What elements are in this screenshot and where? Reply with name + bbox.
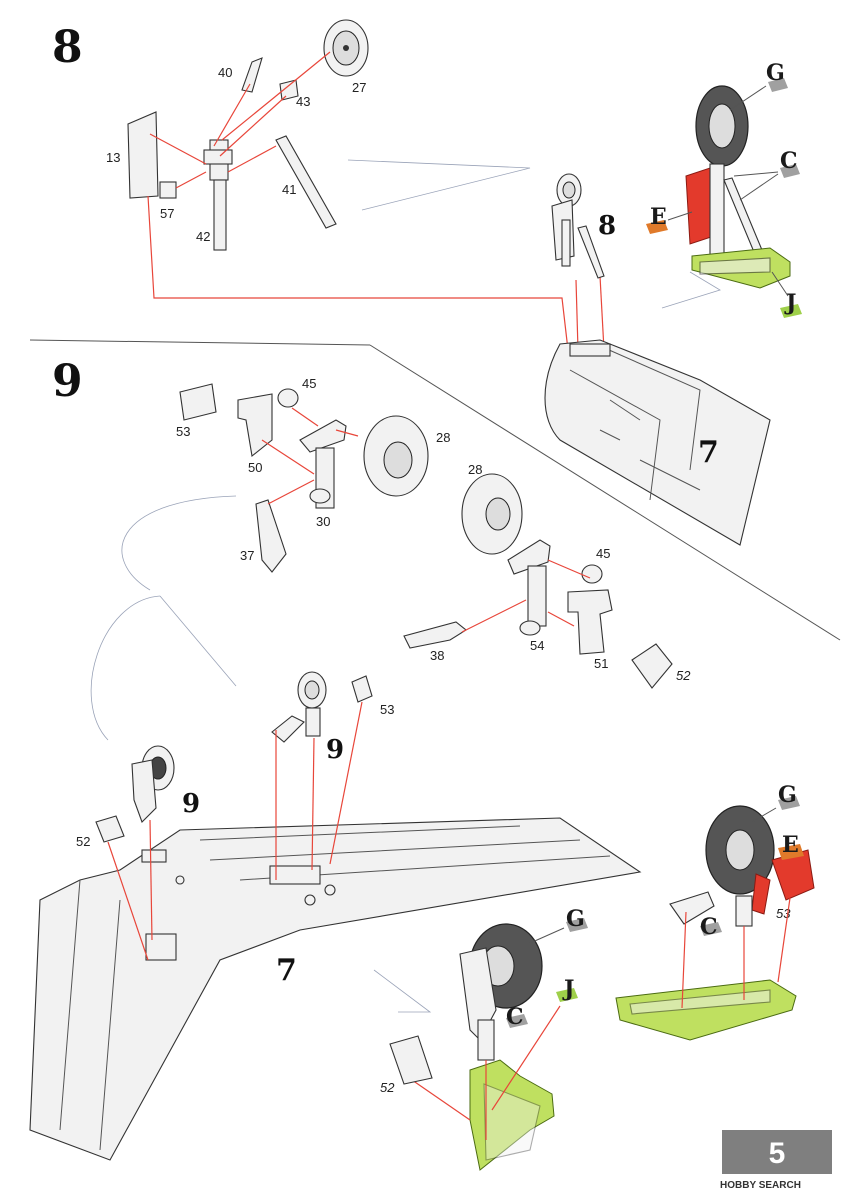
paint-callout-g-2: G	[751, 782, 800, 823]
part-13	[127, 111, 159, 199]
svg-text:E: E	[782, 832, 799, 858]
label-51: 51	[594, 656, 608, 671]
step-8: 8 27 40 43 13 57 42 41	[52, 19, 802, 546]
part-52-right	[631, 643, 673, 689]
assembly-arrows-step-8	[147, 51, 605, 351]
part-57	[159, 181, 177, 199]
subassembly-9-left	[131, 745, 175, 823]
assembly-arrows-bottom	[411, 1005, 561, 1140]
fuselage-part-7	[544, 339, 771, 546]
label-52-left: 52	[76, 834, 90, 849]
guide-curve-1	[121, 495, 237, 591]
guide-line	[347, 159, 531, 211]
section-divider-diagonal	[369, 344, 841, 641]
subassembly-8-label: 8	[598, 211, 616, 241]
paint-callout-g-3: G	[527, 906, 588, 945]
svg-text:J: J	[784, 290, 796, 316]
part-43	[279, 79, 299, 101]
label-28-lower: 28	[468, 462, 482, 477]
paint-callout-c-2: C	[700, 914, 722, 940]
paint-callout-g-1: G	[729, 60, 788, 111]
svg-text:J: J	[562, 976, 574, 1002]
wing-part-7	[29, 817, 642, 1161]
watermark: HOBBY SEARCH	[720, 1180, 801, 1191]
label-28-upper: 28	[436, 430, 450, 445]
part-38	[403, 621, 467, 649]
label-40: 40	[218, 65, 232, 80]
wing-label-7: 7	[276, 953, 297, 988]
wheel-part-28-upper	[363, 415, 429, 497]
page-number-box: 5	[722, 1130, 832, 1174]
paint-callout-e-1: E	[646, 204, 693, 234]
part-53-upper	[179, 383, 217, 421]
subassembly-8	[551, 173, 605, 279]
part-53-mid	[351, 675, 373, 703]
paint-callout-j-1: J	[771, 271, 802, 318]
label-42: 42	[196, 229, 210, 244]
assembly-arrows-wing	[107, 701, 363, 961]
label-45-lower: 45	[596, 546, 610, 561]
step-9: 9 53 45 50 30 28 37 28 54	[29, 356, 815, 1171]
label-53-upper: 53	[176, 424, 190, 439]
label-45-upper: 45	[302, 376, 316, 391]
label-52-bottom: 52	[380, 1080, 395, 1095]
paint-callout-c-3: C	[506, 1004, 528, 1030]
svg-text:E: E	[650, 204, 667, 230]
svg-text:C: C	[700, 914, 718, 940]
part-51	[567, 589, 613, 655]
label-52-right: 52	[676, 668, 691, 683]
label-37: 37	[240, 548, 254, 563]
part-45-upper	[277, 388, 299, 408]
svg-text:C: C	[780, 148, 798, 174]
label-50: 50	[248, 460, 262, 475]
label-13: 13	[106, 150, 120, 165]
svg-text:G: G	[566, 906, 585, 932]
section-divider	[29, 339, 371, 346]
label-38: 38	[430, 648, 444, 663]
paint-callout-j-2: J	[556, 976, 578, 1002]
guide-curve-2	[90, 595, 161, 741]
strut-part-42	[203, 139, 233, 251]
part-52-bottom	[389, 1035, 433, 1085]
svg-text:C: C	[506, 1004, 524, 1030]
page-number: 5	[769, 1137, 786, 1170]
subassembly-9-center-label: 9	[326, 735, 344, 765]
wheel-part-27	[323, 19, 369, 77]
svg-text:G: G	[766, 60, 785, 86]
fuselage-label-7: 7	[698, 435, 719, 470]
part-40	[241, 57, 263, 93]
step-9-number: 9	[52, 356, 83, 407]
guide-line-2	[661, 271, 721, 309]
paint-callout-e-2: E	[778, 832, 804, 860]
part-41	[275, 135, 337, 229]
label-30: 30	[316, 514, 330, 529]
part-52-left	[95, 815, 125, 843]
gear-leg-part-54	[507, 539, 551, 636]
colored-gear-detail-step-9-bottom	[459, 923, 555, 1171]
label-27: 27	[352, 80, 366, 95]
svg-text:G: G	[778, 782, 797, 808]
wheel-part-28-lower	[461, 473, 523, 555]
subassembly-9-center	[271, 671, 327, 743]
part-50	[237, 393, 273, 458]
paint-callout-c-1: C	[733, 148, 800, 201]
label-41: 41	[282, 182, 296, 197]
part-37	[255, 499, 287, 573]
gear-leg-part-30	[299, 419, 347, 509]
subassembly-9-left-label: 9	[182, 789, 200, 819]
label-53-mid: 53	[380, 702, 394, 717]
label-54: 54	[530, 638, 544, 653]
assembly-arrows-step-9	[261, 407, 591, 633]
part-45-lower	[581, 564, 603, 584]
label-43: 43	[296, 94, 310, 109]
colored-gear-detail-step-8	[685, 85, 791, 289]
guide-line-4	[373, 969, 432, 1013]
guide-line-3	[159, 595, 237, 687]
step-8-number: 8	[52, 22, 83, 73]
assembly-arrows-right	[681, 897, 791, 1009]
label-57: 57	[160, 206, 174, 221]
